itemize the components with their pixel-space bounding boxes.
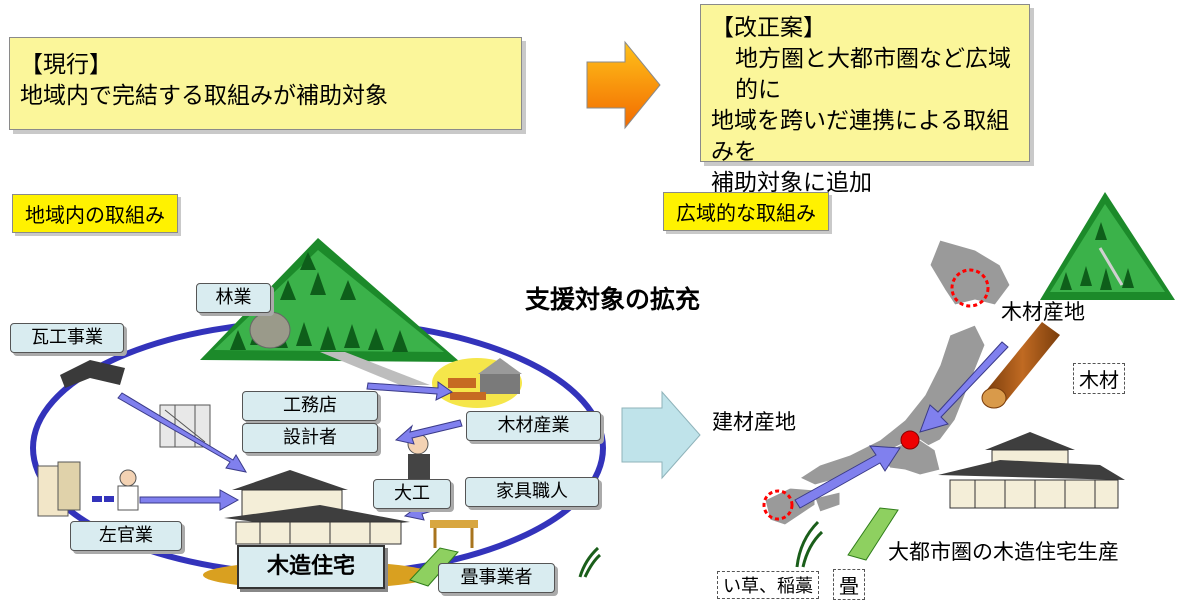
flow-arrow-icon <box>366 381 453 401</box>
metro-production-label: 大都市圏の木造住宅生産 <box>888 540 1119 564</box>
role-builder: 工務店 <box>242 391 378 421</box>
forest-mountain-illustration <box>200 238 460 385</box>
rush-straw-illustration <box>795 520 824 568</box>
metro-location-dot <box>900 430 920 450</box>
role-designer: 設計者 <box>242 423 378 453</box>
dash-mark <box>92 496 102 502</box>
tatami-label: 畳 <box>833 569 865 600</box>
proposal-line-3: 補助対象に追加 <box>711 170 872 196</box>
role-tile-work: 瓦工事業 <box>10 323 124 353</box>
forest-mountain-illustration-right <box>1040 192 1175 300</box>
timber-log-illustration <box>981 322 1060 409</box>
local-efforts-tag: 地域内の取組み <box>12 194 178 233</box>
traditional-house-illustration <box>938 432 1125 509</box>
role-carpenter: 大工 <box>373 479 451 509</box>
timber-label: 木材 <box>1073 363 1125 394</box>
proposal-line-2: 地域を跨いだ連携による取組みを <box>711 108 1010 165</box>
tatami-mat-illustration <box>847 507 899 561</box>
framing-illustration <box>159 404 211 448</box>
proposal-heading: 【改正案】 <box>711 15 826 41</box>
material-origin-label: 建材産地 <box>712 410 796 434</box>
proposal-box: 【改正案】 地方圏と大都市圏など広域的に 地域を跨いだ連携による取組みを 補助対… <box>700 4 1030 196</box>
role-tatami-maker: 畳事業者 <box>438 563 555 593</box>
flow-arrow-icon <box>139 489 240 511</box>
rush-straw-label: い草、稲藁 <box>717 571 819 599</box>
flow-arrow-icon <box>117 392 247 473</box>
role-furniture-maker: 家具職人 <box>465 477 599 507</box>
center-title: 支援対象の拡充 <box>525 285 701 314</box>
plaster-illustration <box>37 461 139 517</box>
expansion-arrow-icon <box>621 390 701 480</box>
orange-arrow-icon <box>586 40 661 130</box>
proposal-line-1: 地方圏と大都市圏など広域的に <box>735 46 1011 103</box>
wooden-house-label: 木造住宅 <box>237 545 385 589</box>
timber-flow-arrow-icon <box>919 341 1009 433</box>
role-plastering: 左官業 <box>70 521 182 551</box>
roof-tile-icon <box>60 360 125 388</box>
role-lumber-industry: 木材産業 <box>466 411 601 441</box>
dash-mark <box>104 496 114 502</box>
timber-origin-marker <box>950 268 990 308</box>
lumber-yard-illustration <box>432 358 522 408</box>
role-forestry: 林業 <box>196 283 271 313</box>
wide-area-efforts-tag: 広域的な取組み <box>663 192 829 231</box>
current-heading: 【現行】 <box>20 52 112 78</box>
current-policy-box: 【現行】 地域内で完結する取組みが補助対象 <box>9 37 522 130</box>
material-flow-arrow-icon <box>794 445 901 509</box>
flow-arrow-icon <box>394 419 463 445</box>
carpenter-figure-illustration <box>407 433 430 480</box>
material-origin-marker <box>762 489 794 521</box>
current-body: 地域内で完結する取組みが補助対象 <box>20 83 388 109</box>
timber-origin-label: 木材産地 <box>1001 300 1085 324</box>
furniture-tatami-illustration <box>409 520 602 587</box>
